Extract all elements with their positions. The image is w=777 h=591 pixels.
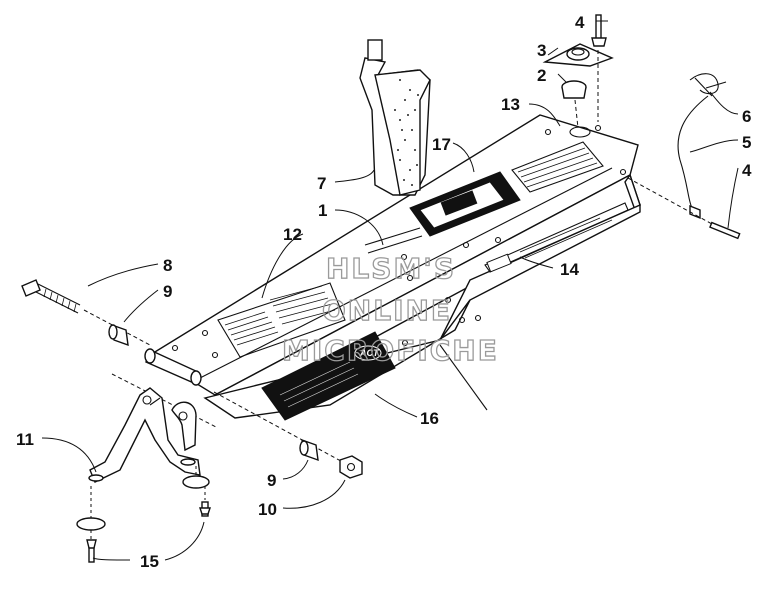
foam-pad — [359, 39, 431, 196]
leader-lines — [41, 20, 739, 561]
callout-4a: 4 — [575, 13, 585, 32]
callout-15: 15 — [140, 552, 159, 571]
callout-16: 16 — [420, 409, 439, 428]
decal-14 — [484, 202, 629, 273]
hinge-bracket — [76, 373, 219, 563]
decal-13 — [511, 141, 604, 193]
watermark-line-3: MICROFICHE — [282, 334, 499, 367]
bushing-and-nut — [213, 391, 363, 479]
callout-17: 17 — [432, 135, 451, 154]
callout-1: 1 — [318, 201, 327, 220]
grommet-stack — [542, 14, 614, 129]
watermark-line-1: HLSM'S — [326, 252, 456, 285]
decal-16: ACT — [261, 331, 396, 421]
decal-17 — [409, 171, 521, 237]
callout-7: 7 — [317, 174, 326, 193]
long-bolt — [21, 279, 151, 346]
callout-12: 12 — [283, 225, 302, 244]
callout-2: 2 — [537, 66, 546, 85]
callout-14: 14 — [560, 260, 579, 279]
decal-12 — [217, 282, 346, 358]
callout-10: 10 — [258, 500, 277, 519]
callout-9b: 9 — [267, 471, 276, 490]
callout-4b: 4 — [742, 161, 752, 180]
callout-11: 11 — [16, 430, 34, 449]
callout-5: 5 — [742, 133, 751, 152]
callout-9a: 9 — [163, 282, 172, 301]
callout-6: 6 — [742, 107, 751, 126]
decal-brand-text: ACT — [359, 348, 380, 358]
bushing-upper — [108, 323, 129, 347]
callout-numbers: 4 3 2 13 6 5 4 17 7 1 12 14 16 8 9 11 9 … — [16, 13, 752, 571]
callout-8: 8 — [163, 256, 172, 275]
watermark: HLSM'S ONLINE MICROFICHE — [281, 251, 499, 367]
tether-assembly — [627, 73, 741, 240]
watermark-line-2: ONLINE — [322, 294, 452, 327]
callout-13: 13 — [501, 95, 520, 114]
callout-3: 3 — [537, 41, 546, 60]
